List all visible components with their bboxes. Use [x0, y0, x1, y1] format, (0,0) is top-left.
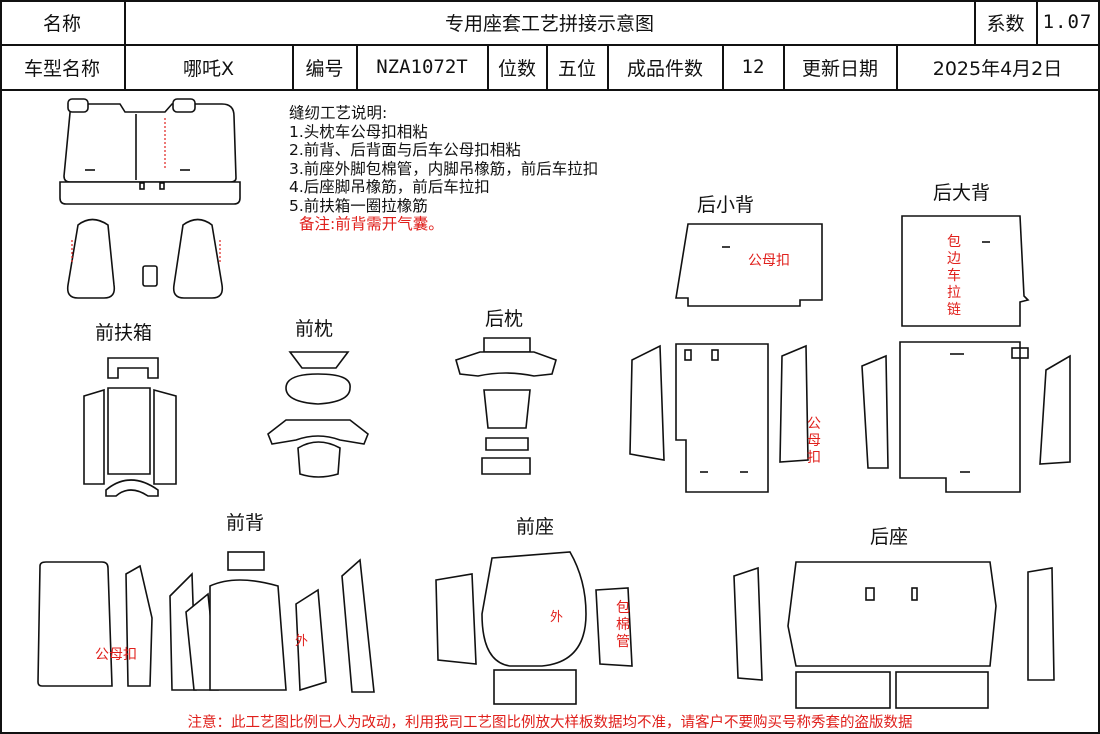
front-seats-overview — [66, 218, 224, 299]
frame-left — [0, 0, 2, 734]
section-label-front-back: 前背 — [226, 512, 265, 534]
table-border-top — [0, 0, 1100, 2]
annotation-snap-fastener-vertical: 公母扣 — [807, 416, 821, 466]
section-label-rear-big-back: 后大背 — [933, 182, 991, 204]
front-back-pattern — [37, 551, 375, 693]
model-label: 车型名称 — [23, 57, 100, 80]
annotation-outside-front-seat: 外 — [550, 610, 564, 625]
date-label: 更新日期 — [801, 57, 878, 80]
table-col-divider — [124, 0, 126, 89]
section-label-rear-seat: 后座 — [870, 526, 909, 548]
table-col-divider — [546, 44, 548, 89]
annotation-snap-fastener: 公母扣 — [748, 253, 790, 269]
table-col-divider — [487, 44, 489, 89]
coefficient-value: 1.07 — [1042, 11, 1093, 33]
front-headrest-pattern — [267, 351, 369, 478]
annotation-snap-fastener-front-back: 公母扣 — [95, 647, 137, 663]
seats-label: 位数 — [497, 57, 536, 80]
note-item: 4.后座脚吊橡筋，前后车拉扣 — [289, 178, 490, 196]
table-border-bottom — [0, 89, 1100, 91]
note-item: 1.头枕车公母扣相粘 — [289, 122, 428, 141]
notes-title: 缝纫工艺说明: — [289, 104, 388, 122]
section-label-front-seat: 前座 — [516, 516, 555, 538]
annotation-outside-front-back: 外 — [295, 634, 309, 649]
annotation-piping-zipper: 包边车拉链 — [947, 234, 961, 318]
footer-warning: 注意：此工艺图比例已人为改动，利用我司工艺图比例放大样板数据均不准，请客户不要购… — [187, 715, 913, 731]
sewing-notes: 缝纫工艺说明: 1.头枕车公母扣相粘 2.前背、后背面与后车公母扣相粘 3.前座… — [289, 104, 598, 234]
table-col-divider — [356, 44, 358, 89]
section-label-rear-headrest: 后枕 — [485, 308, 524, 330]
table-col-divider — [292, 44, 294, 89]
seats-value: 五位 — [557, 57, 596, 80]
table-col-divider — [1036, 0, 1038, 44]
date-value: 2025年4月2日 — [932, 57, 1063, 80]
table-col-divider — [722, 44, 724, 89]
note-item: 2.前背、后背面与后车公母扣相粘 — [289, 141, 521, 159]
front-armrest-pattern — [83, 357, 177, 497]
rear-big-back-pattern — [861, 215, 1071, 493]
note-item: 3.前座外脚包棉管，内脚吊橡筋，前后车拉扣 — [289, 159, 599, 178]
section-label-front-headrest: 前枕 — [295, 318, 334, 340]
note-item: 5.前扶箱一圈拉橡筋 — [289, 196, 428, 215]
airbag-remark: 备注:前背需开气囊。 — [299, 215, 444, 233]
pieces-label: 成品件数 — [626, 57, 703, 80]
rear-seat-pattern — [733, 561, 1055, 709]
annotation-cotton-tube: 包棉管 — [616, 600, 630, 650]
rear-small-back-pattern — [629, 223, 823, 493]
rear-bench-overview — [59, 98, 241, 205]
table-col-divider — [783, 44, 785, 89]
frame-bottom — [0, 732, 1100, 734]
frame-right — [1098, 0, 1100, 734]
front-seat-pattern — [435, 551, 633, 705]
document-title: 专用座套工艺拼接示意图 — [444, 12, 654, 35]
table-col-divider — [607, 44, 609, 89]
pieces-value: 12 — [741, 56, 765, 78]
code-value: NZA1072T — [376, 56, 468, 78]
section-label-rear-small-back: 后小背 — [697, 194, 755, 216]
table-col-divider — [896, 44, 898, 89]
code-label: 编号 — [305, 57, 344, 80]
model-value: 哪吒X — [182, 57, 235, 80]
table-col-divider — [974, 0, 976, 44]
rear-headrest-pattern — [455, 337, 557, 475]
coefficient-label: 系数 — [986, 12, 1025, 35]
name-label: 名称 — [42, 12, 81, 35]
section-label-front-armrest: 前扶箱 — [95, 322, 153, 344]
table-row-divider — [0, 44, 1100, 46]
